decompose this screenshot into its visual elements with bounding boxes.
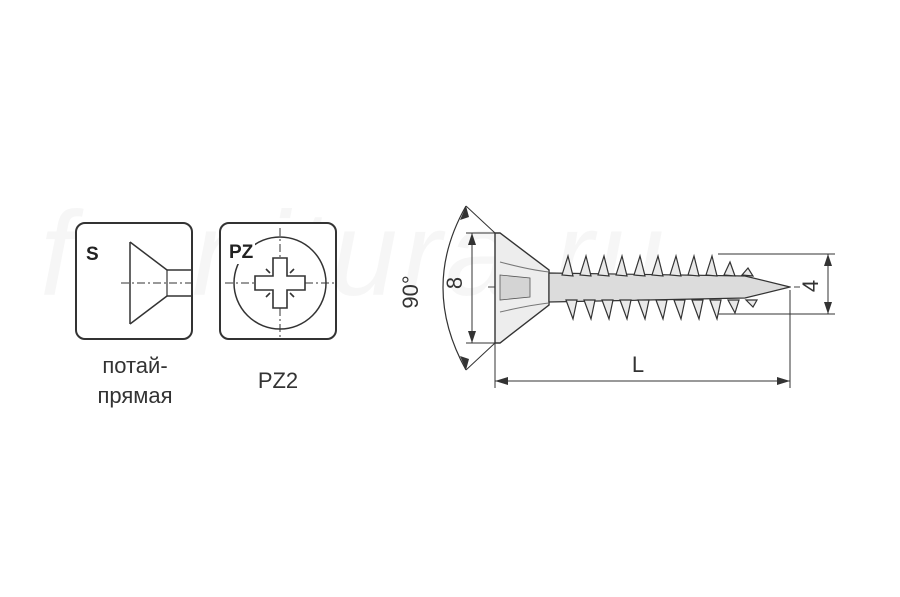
head-type-caption-line2: прямая xyxy=(97,383,173,408)
countersunk-head-icon xyxy=(121,241,193,325)
thread-tooth-bottom xyxy=(691,299,704,322)
thread-tooth-top xyxy=(579,253,592,277)
screw-thread xyxy=(548,253,791,322)
thread-tooth-top xyxy=(705,253,718,277)
thread-tooth-bottom xyxy=(655,299,668,322)
head-type-code: S xyxy=(86,244,99,265)
head-diameter-label: 8 xyxy=(442,277,467,289)
thread-tooth-top xyxy=(723,260,736,277)
head-diameter-dimension xyxy=(466,232,495,344)
head-type-box: S xyxy=(75,222,193,340)
thread-tooth-top xyxy=(561,253,574,277)
thread-tooth-bottom xyxy=(744,299,759,308)
thread-tooth-bottom xyxy=(673,299,686,322)
length-dimension xyxy=(494,290,791,388)
thread-diameter-label: 4 xyxy=(798,280,823,292)
thread-tooth-top xyxy=(651,253,664,277)
length-label: L xyxy=(632,352,644,377)
pozidriv-icon xyxy=(225,228,335,338)
angle-dimension xyxy=(442,205,496,371)
thread-tooth-top xyxy=(740,266,755,277)
head-type-caption-line1: потай- xyxy=(102,353,168,378)
thread-tooth-top xyxy=(633,253,646,277)
thread-diameter-dimension xyxy=(718,253,835,315)
drive-type-box: PZ xyxy=(219,222,337,340)
thread-tooth-bottom xyxy=(709,299,722,322)
thread-tooth-top xyxy=(597,253,610,277)
drive-type-caption: PZ2 xyxy=(257,368,299,393)
thread-tooth-bottom xyxy=(726,299,740,315)
thread-tooth-bottom xyxy=(583,299,596,322)
thread-tooth-bottom xyxy=(601,299,614,322)
thread-tooth-top xyxy=(687,253,700,277)
thread-tooth-bottom xyxy=(619,299,632,322)
angle-label: 90° xyxy=(398,275,423,308)
screw-head xyxy=(494,232,550,344)
thread-tooth-top xyxy=(615,253,628,277)
thread-tooth-bottom xyxy=(565,299,578,322)
thread-tooth-top xyxy=(669,253,682,277)
head-type-caption: потай- прямая xyxy=(60,351,210,411)
thread-tooth-bottom xyxy=(637,299,650,322)
drive-type-code: PZ xyxy=(229,242,256,264)
